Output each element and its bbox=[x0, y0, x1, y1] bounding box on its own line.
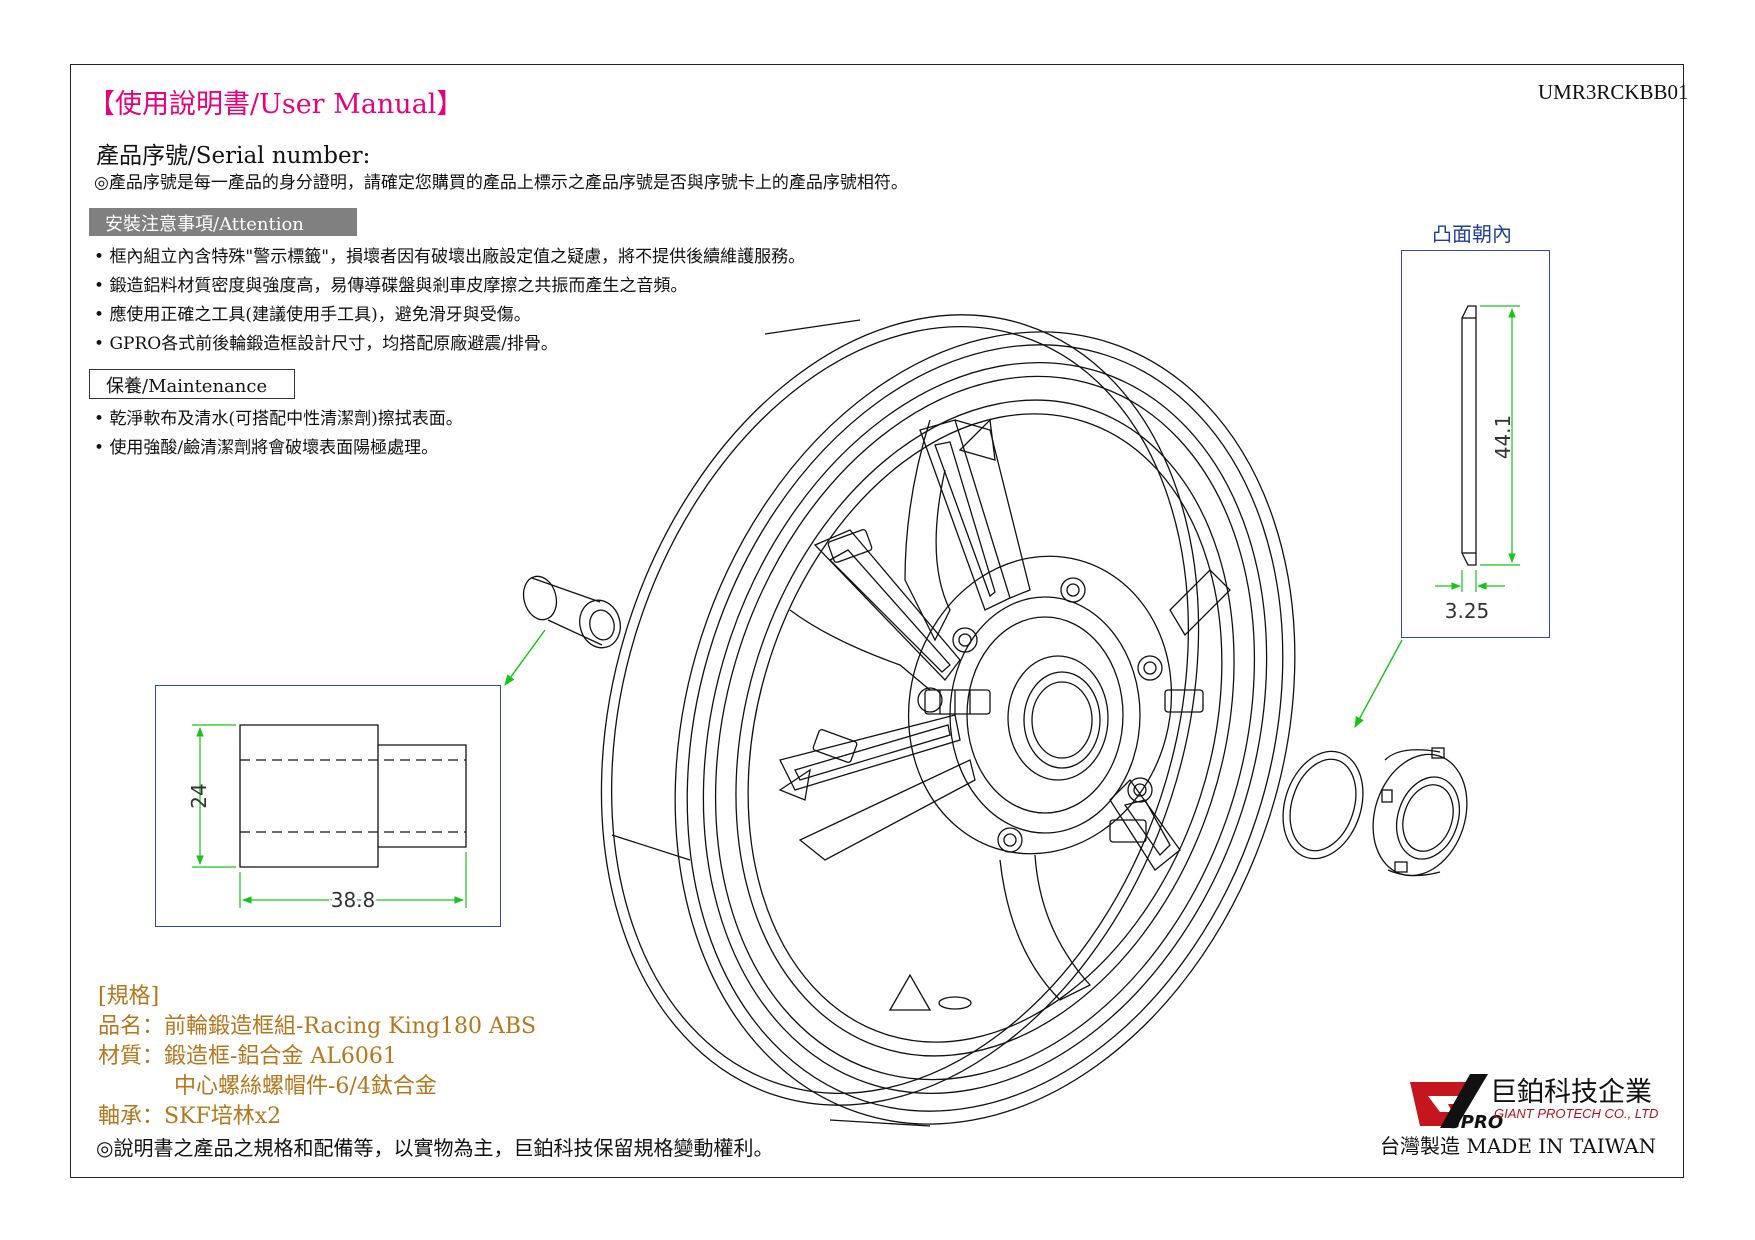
spec-material-bolts: 中心螺絲螺帽件-6/4鈦合金 bbox=[174, 1074, 437, 1099]
spacer-and-nut bbox=[1282, 747, 1468, 877]
collar-diameter-dimension: 24 bbox=[187, 783, 211, 808]
spec-material: 材質：鍛造框-鋁合金 AL6061 bbox=[98, 1044, 397, 1069]
spacer-dimensions bbox=[1435, 305, 1520, 592]
attention-item: 應使用正確之工具(建議使用手工具)，避免滑牙與受傷。 bbox=[94, 300, 530, 325]
brand-name-cn: 巨鉑科技企業 bbox=[1490, 1077, 1652, 1108]
spacer-thickness-dimension: 3.25 bbox=[1445, 599, 1490, 623]
manual-title: 【使用說明書/User Manual】 bbox=[88, 89, 464, 120]
collar-detail-box bbox=[155, 685, 501, 927]
spacer-height-dimension: 44.1 bbox=[1491, 415, 1515, 460]
attention-item: 框內組立內含特殊"警示標籤"，損壞者因有破壞出廠設定值之疑慮，將不提供後續維護服… bbox=[94, 242, 805, 267]
footer-disclaimer: ◎說明書之產品之規格和配備等，以實物為主，巨鉑科技保留規格變動權利。 bbox=[96, 1136, 774, 1160]
maintenance-item: 使用強酸/鹼清潔劑將會破壞表面陽極處理。 bbox=[94, 433, 438, 458]
page-frame bbox=[70, 64, 1684, 1178]
attention-item: 鍛造鋁料材質密度與強度高，易傳導碟盤與剎車皮摩擦之共振而產生之音頻。 bbox=[94, 271, 687, 296]
convex-inward-note: 凸面朝內 bbox=[1432, 222, 1512, 246]
collar-part bbox=[522, 575, 621, 649]
attention-heading: 安裝注意事項/Attention bbox=[89, 208, 357, 236]
collar-pointer-arrow bbox=[504, 629, 546, 686]
collar-length-dimension: 38.8 bbox=[331, 888, 376, 912]
serial-number-label: 產品序號/Serial number: bbox=[96, 143, 371, 169]
wheel-drawing bbox=[600, 314, 1296, 1127]
made-in-taiwan: 台灣製造 MADE IN TAIWAN bbox=[1380, 1134, 1657, 1158]
spec-bearing: 軸承：SKF培林x2 bbox=[98, 1104, 282, 1129]
gpro-logo-text: GPRO bbox=[1446, 1112, 1503, 1133]
spec-heading: [規格] bbox=[98, 984, 160, 1009]
spacer-pointer-arrow bbox=[1354, 639, 1403, 728]
document-code: UMR3RCKBB01 bbox=[1538, 80, 1689, 104]
spacer-detail-box bbox=[1401, 250, 1550, 638]
attention-item: GPRO各式前後輪鍛造框設計尺寸，均搭配原廠避震/排骨。 bbox=[94, 329, 557, 354]
collar-dimensions bbox=[192, 724, 467, 908]
spacer-detail-drawing bbox=[1461, 305, 1477, 566]
brand-name-en: GIANT PROTECH CO., LTD bbox=[1494, 1106, 1659, 1121]
spec-product-name: 品名：前輪鍛造框組-Racing King180 ABS bbox=[98, 1014, 537, 1039]
maintenance-item: 乾淨軟布及清水(可搭配中性清潔劑)擦拭表面。 bbox=[94, 404, 462, 429]
serial-number-note: ◎產品序號是每一產品的身分證明，請確定您購買的產品上標示之產品序號是否與序號卡上… bbox=[94, 173, 908, 193]
maintenance-heading: 保養/Maintenance bbox=[89, 369, 295, 399]
gpro-logo: GPRO bbox=[1410, 1074, 1503, 1133]
collar-detail-drawing bbox=[239, 724, 467, 868]
